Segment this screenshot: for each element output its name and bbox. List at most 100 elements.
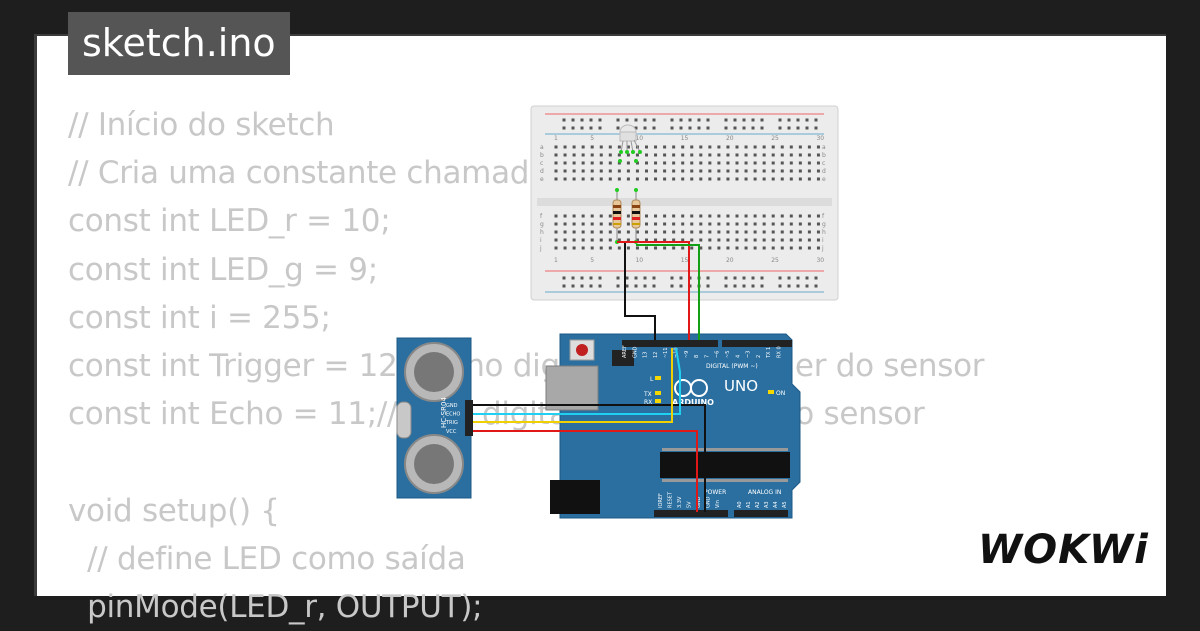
pin-label: ~9: [684, 351, 690, 358]
row-label: h: [540, 229, 544, 236]
pin-label: 3.3V: [677, 496, 683, 508]
wires: [473, 241, 706, 512]
pin-label: A3: [764, 501, 770, 508]
code-line: // Cria uma constante chamada: [68, 155, 548, 192]
row-label: d: [540, 168, 544, 175]
pin-label: ~5: [725, 351, 731, 358]
rgb-led[interactable]: [618, 124, 642, 163]
row-label: g: [540, 221, 544, 228]
wire-black-sensor-gnd: [473, 404, 706, 512]
pin-label: GND: [706, 496, 712, 508]
column-label: 30: [816, 135, 824, 142]
pin-label: Vin: [715, 500, 721, 508]
code-line: // Início do sketch: [68, 107, 335, 143]
sensor-pin-label: VCC: [446, 429, 457, 435]
code-line: const int LED_g = 9;: [68, 251, 378, 288]
pin-label: IOREF: [658, 493, 664, 508]
led-l-label: L: [650, 376, 654, 383]
column-label: 5: [590, 257, 594, 264]
pin-label: A4: [773, 501, 779, 508]
row-label: b: [540, 152, 544, 159]
wire-green-led: [636, 244, 700, 340]
ultrasonic-sensor[interactable]: HC-SR04 GND ECHO TRIG VCC: [396, 337, 473, 499]
row-label: a: [822, 144, 826, 151]
column-label: 15: [681, 135, 689, 142]
sensor-pin-label: GND: [446, 403, 458, 409]
row-label: b: [822, 152, 826, 159]
column-label: 1: [554, 257, 558, 264]
column-label: 30: [816, 257, 824, 264]
analog-label: ANALOG IN: [748, 489, 781, 496]
pin-label: A1: [746, 501, 752, 508]
column-label: 25: [771, 257, 779, 264]
row-label: f: [822, 213, 825, 220]
row-label: g: [822, 221, 826, 228]
pin-label: 13: [643, 352, 649, 358]
pin-label: GND: [696, 496, 702, 508]
column-label: 20: [726, 135, 734, 142]
wire-red-led: [617, 241, 690, 340]
row-label: e: [822, 176, 826, 183]
code-line: pinMode(LED_r, OUTPUT);: [68, 588, 483, 625]
row-label: j: [821, 245, 824, 252]
atmega-chip: [660, 452, 790, 478]
arduino-logo: ARDUINO UNO: [672, 377, 758, 407]
pin-label: A0: [737, 501, 743, 508]
wire-red-vcc: [473, 430, 698, 512]
wokwi-logo: WOKWi: [978, 527, 1149, 573]
pin-label: 2: [756, 355, 762, 358]
column-label: 20: [726, 257, 734, 264]
row-label: c: [822, 160, 825, 167]
column-label: 15: [681, 257, 689, 264]
digital-header-label: DIGITAL (PWM ~): [706, 363, 758, 370]
pin-label: A5: [782, 501, 788, 508]
led-rx-label: RX: [644, 399, 652, 406]
wire-black-gnd: [624, 242, 656, 340]
brand-label: ARDUINO: [672, 398, 714, 407]
pin-label: RESET: [668, 491, 674, 508]
sensor-pin-label: TRIG: [445, 420, 458, 426]
row-label: e: [540, 176, 544, 183]
pin-label: GND: [632, 346, 638, 358]
wire-cyan-echo: [473, 347, 681, 415]
sensor-model-label: HC-SR04: [440, 397, 448, 428]
row-label: d: [822, 168, 826, 175]
led-tx-label: TX: [643, 391, 652, 398]
power-label: POWER: [704, 489, 726, 496]
on-label: ON: [776, 390, 785, 397]
wire-yellow-trig: [473, 348, 673, 423]
pin-label: ~3: [746, 351, 752, 358]
row-label: i: [540, 237, 542, 244]
sensor-pin-labels: GND ECHO TRIG VCC: [445, 403, 460, 435]
reset-button[interactable]: [576, 344, 588, 356]
pin-label: A2: [755, 501, 761, 508]
pin-label: ~11: [663, 347, 669, 358]
column-label: 10: [635, 135, 643, 142]
pin-label: RX 0: [777, 346, 783, 358]
column-label: 5: [590, 135, 594, 142]
model-label: UNO: [724, 377, 758, 395]
row-label: a: [540, 144, 544, 151]
pin-label: TX 1: [766, 347, 772, 359]
row-label: j: [539, 245, 542, 252]
code-line: // define LED como saída: [68, 540, 466, 577]
filename-tab[interactable]: sketch.ino: [68, 12, 290, 75]
sensor-pin-label: ECHO: [446, 412, 460, 418]
pin-label: ~6: [715, 351, 721, 358]
breadboard-holes: [554, 118, 820, 288]
code-line: void setup() {: [68, 492, 280, 529]
code-line: const int i = 255;: [68, 299, 331, 336]
resistor-red[interactable]: [612, 188, 622, 244]
power-jack: [550, 480, 600, 514]
column-label: 25: [771, 135, 779, 142]
row-label: f: [540, 213, 543, 220]
bottom-header: [654, 510, 788, 517]
pin-label: AREF: [622, 345, 628, 358]
row-label: h: [822, 229, 826, 236]
